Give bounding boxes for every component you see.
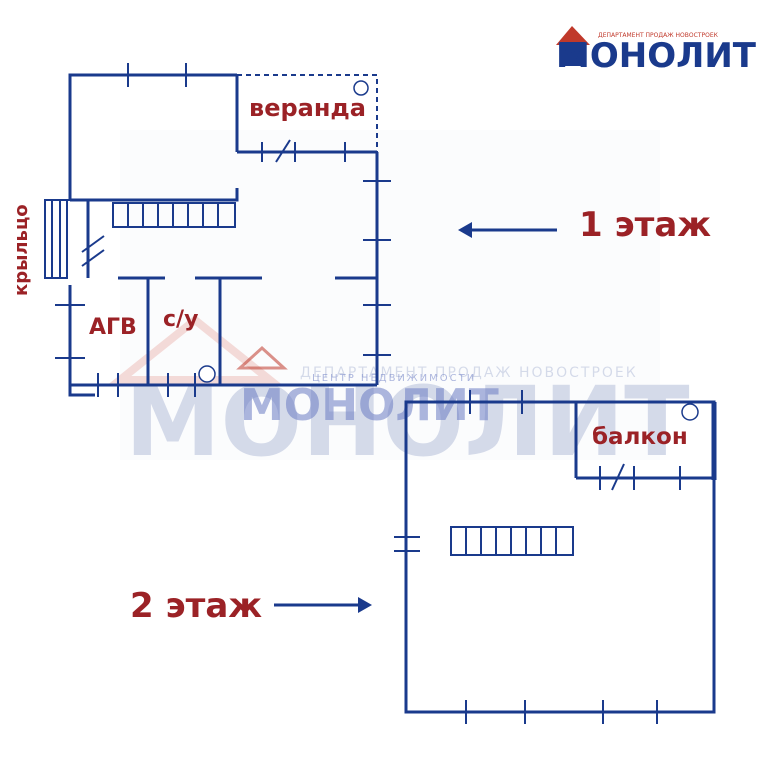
floor1-plan [44, 63, 391, 397]
balcony-fixture-icon [681, 403, 699, 421]
watermark-tagline: ДЕПАРТАМЕНТ ПРОДАЖ НОВОСТРОЕК [300, 365, 638, 381]
room-label-porch: крыльцо [11, 204, 32, 296]
logo-house-icon [560, 42, 585, 66]
room-label-veranda: веранда [249, 94, 366, 122]
logo: МОНОЛИТ ДЕПАРТАМЕНТ ПРОДАЖ НОВОСТРОЕК [556, 26, 757, 76]
arrow-right-icon [358, 597, 372, 613]
porch-steps [44, 199, 68, 279]
room-label-agv: АГВ [89, 315, 137, 340]
room-label-balcony: балкон [592, 424, 688, 450]
watermark-small: МОНОЛИТ ЦЕНТР НЕДВИЖИМОСТИ [236, 345, 499, 431]
bathroom-fixture-icon [198, 365, 216, 383]
logo-roof-icon [556, 26, 590, 45]
logo-name: МОНОЛИТ [556, 36, 757, 76]
watermark-small-name: МОНОЛИТ [240, 380, 499, 431]
arrow-left-icon [458, 222, 472, 238]
floor1-label: 1 этаж [579, 205, 711, 245]
floor2-plan [394, 390, 717, 724]
floor2-label: 2 этаж [130, 586, 262, 626]
veranda-fixture-icon [353, 80, 369, 96]
room-label-bathroom: с/у [163, 307, 198, 332]
watermark-sub: ЦЕНТР НЕДВИЖИМОСТИ [312, 373, 476, 384]
logo-tagline: ДЕПАРТАМЕНТ ПРОДАЖ НОВОСТРОЕК [598, 32, 719, 39]
